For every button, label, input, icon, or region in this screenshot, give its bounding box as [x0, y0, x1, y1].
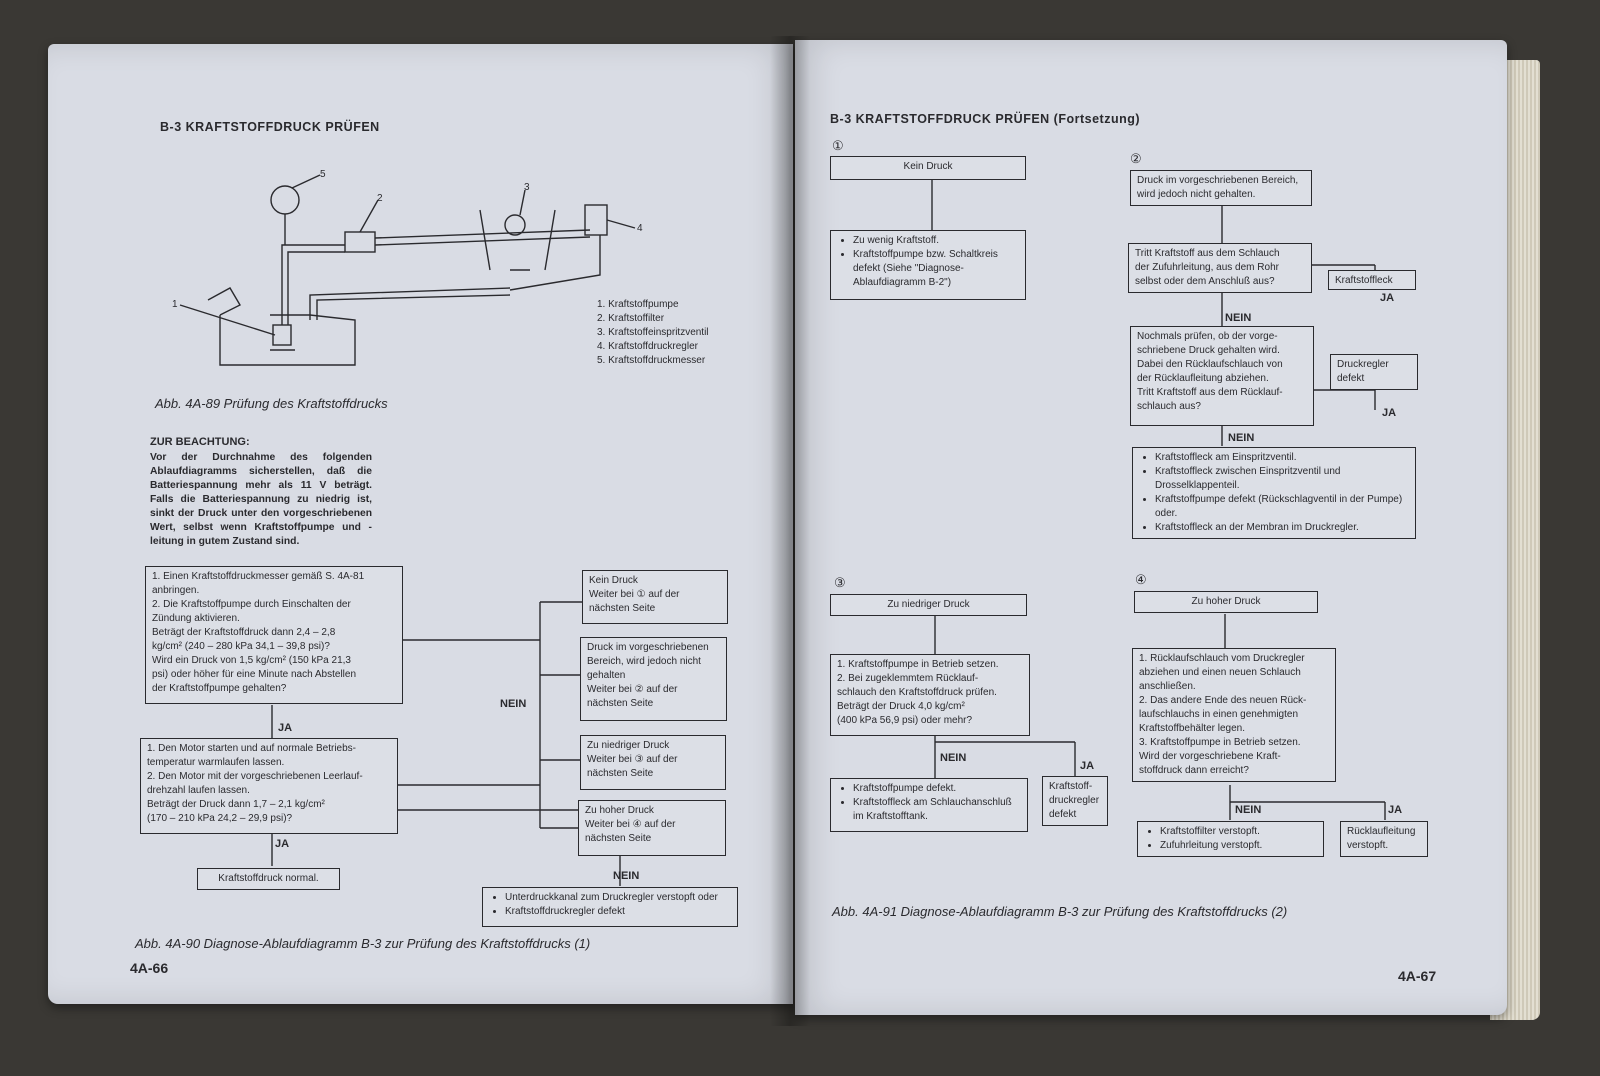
sec3-causes-box: Kraftstoffpumpe defekt. Kraftstoffleck a…: [830, 778, 1028, 832]
sec2-question-2: Nochmals prüfen, ob der vorge- schrieben…: [1130, 326, 1314, 426]
sec2-leak-box: Kraftstoffleck: [1328, 270, 1416, 290]
nein-label: NEIN: [1228, 432, 1255, 444]
legend-item: 3. Kraftstoffeinspritzventil: [597, 327, 709, 338]
sec2-title-box: Druck im vorgeschriebenen Bereich, wird …: [1130, 170, 1312, 206]
legend-item: 4. Kraftstoffdruckregler: [597, 341, 698, 352]
legend-item: 2. Kraftstoffilter: [597, 313, 665, 324]
sec1-causes-box: Zu wenig Kraftstoff. Kraftstoffpumpe bzw…: [830, 230, 1026, 300]
flow-option-too-low: Zu niedriger Druck Weiter bei ③ auf der …: [580, 735, 726, 790]
flow-box-regulator: Unterdruckkanal zum Druckregler verstopf…: [482, 887, 738, 927]
flow-option-no-pressure: Kein Druck Weiter bei ① auf der nächsten…: [582, 570, 728, 624]
section-4-marker: ④: [1135, 572, 1147, 587]
flow-box-check-pressure: 1. Einen Kraftstoffdruckmesser gemäß S. …: [145, 566, 403, 704]
ja-label: JA: [1388, 804, 1403, 816]
callout-2: 2: [377, 193, 383, 204]
flow-box-normal: Kraftstoffdruck normal.: [197, 868, 340, 890]
right-heading: B-3 KRAFTSTOFFDRUCK PRÜFEN (Fortsetzung): [830, 112, 1141, 126]
ja-label: JA: [278, 722, 293, 734]
legend-item: 5. Kraftstoffdruckmesser: [597, 355, 706, 366]
nein-label: NEIN: [1225, 312, 1252, 324]
note-title: ZUR BEACHTUNG:: [150, 436, 250, 448]
sec2-causes-box: Kraftstoffleck am Einspritzventil. Kraft…: [1132, 447, 1416, 539]
bullet-item: Kraftstoffleck am Einspritzventil.: [1155, 451, 1409, 465]
bullet-item: Zufuhrleitung verstopft.: [1160, 839, 1317, 853]
section-1-marker: ①: [832, 138, 844, 153]
bullet-item: Kraftstoffdruckregler defekt: [505, 905, 731, 919]
figure-caption-89: Abb. 4A-89 Prüfung des Kraftstoffdrucks: [155, 396, 388, 411]
section-3-marker: ③: [834, 575, 846, 590]
figure-caption-90: Abb. 4A-90 Diagnose-Ablaufdiagramm B-3 z…: [135, 936, 591, 951]
sec3-title-box: Zu niedriger Druck: [830, 594, 1027, 616]
sec4-question: 1. Rücklaufschlauch vom Druckregler abzi…: [1132, 648, 1336, 782]
bullet-item: Kraftstoffpumpe defekt.: [853, 782, 1021, 796]
section-2-marker: ②: [1130, 151, 1142, 166]
figure-caption-91: Abb. 4A-91 Diagnose-Ablaufdiagramm B-3 z…: [832, 904, 1288, 919]
sec3-regulator-box: Kraftstoff- druckregler defekt: [1042, 776, 1108, 826]
fuel-system-illustration: [179, 174, 636, 366]
illustration-legend: 1. Kraftstoffpumpe 2. Kraftstoffilter 3.…: [597, 298, 709, 368]
nein-label: NEIN: [500, 698, 527, 710]
bullet-item: Kraftstoffleck am Schlauchanschluß im Kr…: [853, 796, 1021, 824]
callout-4: 4: [637, 223, 643, 234]
legend-item: 1. Kraftstoffpumpe: [597, 299, 679, 310]
nein-label: NEIN: [940, 752, 967, 764]
note-text: Vor der Durchnahme des folgenden Ablaufd…: [150, 452, 372, 547]
sec3-question: 1. Kraftstoffpumpe in Betrieb setzen. 2.…: [830, 654, 1030, 736]
bullet-item: Kraftstoffilter verstopft.: [1160, 825, 1317, 839]
flow-option-too-high: Zu hoher Druck Weiter bei ④ auf der näch…: [578, 800, 726, 856]
left-heading: B-3 KRAFTSTOFFDRUCK PRÜFEN: [160, 120, 380, 134]
bullet-item: Kraftstoffleck zwischen Einspritzventil …: [1155, 465, 1409, 493]
sec4-title-box: Zu hoher Druck: [1134, 591, 1318, 613]
bullet-item: Kraftstoffpumpe defekt (Rückschlagventil…: [1155, 493, 1409, 521]
callout-1: 1: [172, 299, 178, 310]
sec1-title-box: Kein Druck: [830, 156, 1026, 180]
nein-label: NEIN: [1235, 804, 1262, 816]
flow-option-not-held: Druck im vorgeschriebenen Bereich, wird …: [580, 637, 727, 721]
ja-label: JA: [1080, 760, 1095, 772]
bullet-item: Kraftstoffleck an der Membran im Druckre…: [1155, 521, 1409, 535]
sec4-return-line-box: Rücklaufleitung verstopft.: [1340, 821, 1428, 857]
sec4-causes-box: Kraftstoffilter verstopft. Zufuhrleitung…: [1137, 821, 1324, 857]
sec2-regulator-box: Druckregler defekt: [1330, 354, 1418, 390]
nein-label: NEIN: [613, 870, 640, 882]
bullet-item: Kraftstoffpumpe bzw. Schaltkreis defekt …: [853, 248, 1019, 290]
ja-label: JA: [1380, 292, 1395, 304]
callout-5: 5: [320, 169, 326, 180]
sec2-question-1: Tritt Kraftstoff aus dem Schlauch der Zu…: [1128, 243, 1312, 293]
ja-label: JA: [275, 838, 290, 850]
book-spine: [770, 36, 810, 1026]
bullet-item: Zu wenig Kraftstoff.: [853, 234, 1019, 248]
page-number-right: 4A-67: [1398, 968, 1437, 984]
callout-3: 3: [524, 182, 530, 193]
page-number-left: 4A-66: [130, 960, 169, 976]
flow-box-engine-idle: 1. Den Motor starten und auf normale Bet…: [140, 738, 398, 834]
bullet-item: Unterdruckkanal zum Druckregler verstopf…: [505, 891, 731, 905]
ja-label: JA: [1382, 407, 1397, 419]
